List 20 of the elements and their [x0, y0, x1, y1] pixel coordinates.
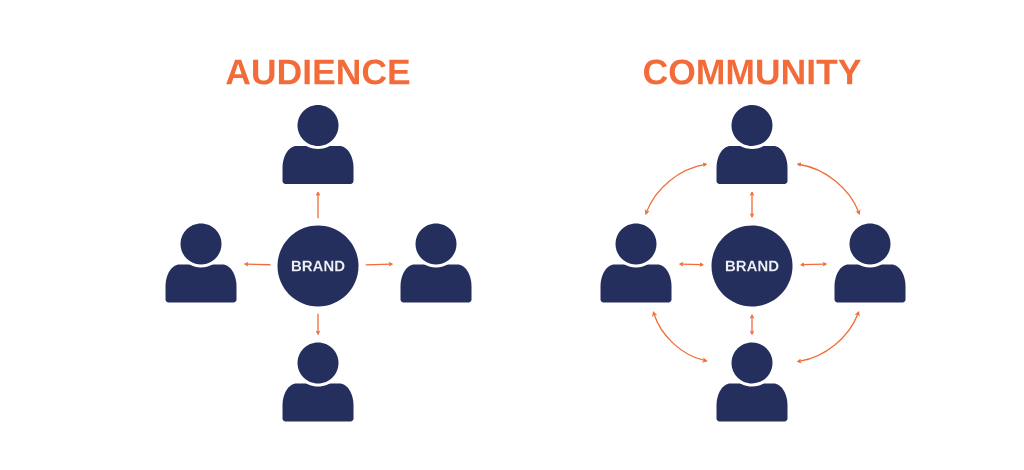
person-icon: [600, 223, 672, 303]
person-icon: [716, 342, 788, 422]
arrow: [315, 313, 321, 335]
curved-double-arrow: [796, 162, 861, 215]
person-icon: [716, 105, 788, 184]
curved-double-arrow: [652, 311, 708, 363]
curved-double-arrow: [644, 162, 708, 215]
person-icon: [282, 105, 354, 184]
double-arrow: [800, 262, 827, 267]
arrow: [244, 262, 271, 267]
double-arrow: [749, 191, 755, 218]
person-icon: [282, 342, 354, 422]
person-icon: [834, 223, 906, 303]
double-arrow: [749, 314, 755, 335]
arrow: [365, 262, 393, 267]
double-arrow: [679, 262, 704, 267]
arrow: [315, 191, 321, 219]
curved-double-arrow: [796, 311, 860, 364]
person-icon: [400, 223, 472, 303]
person-icon: [165, 223, 237, 303]
